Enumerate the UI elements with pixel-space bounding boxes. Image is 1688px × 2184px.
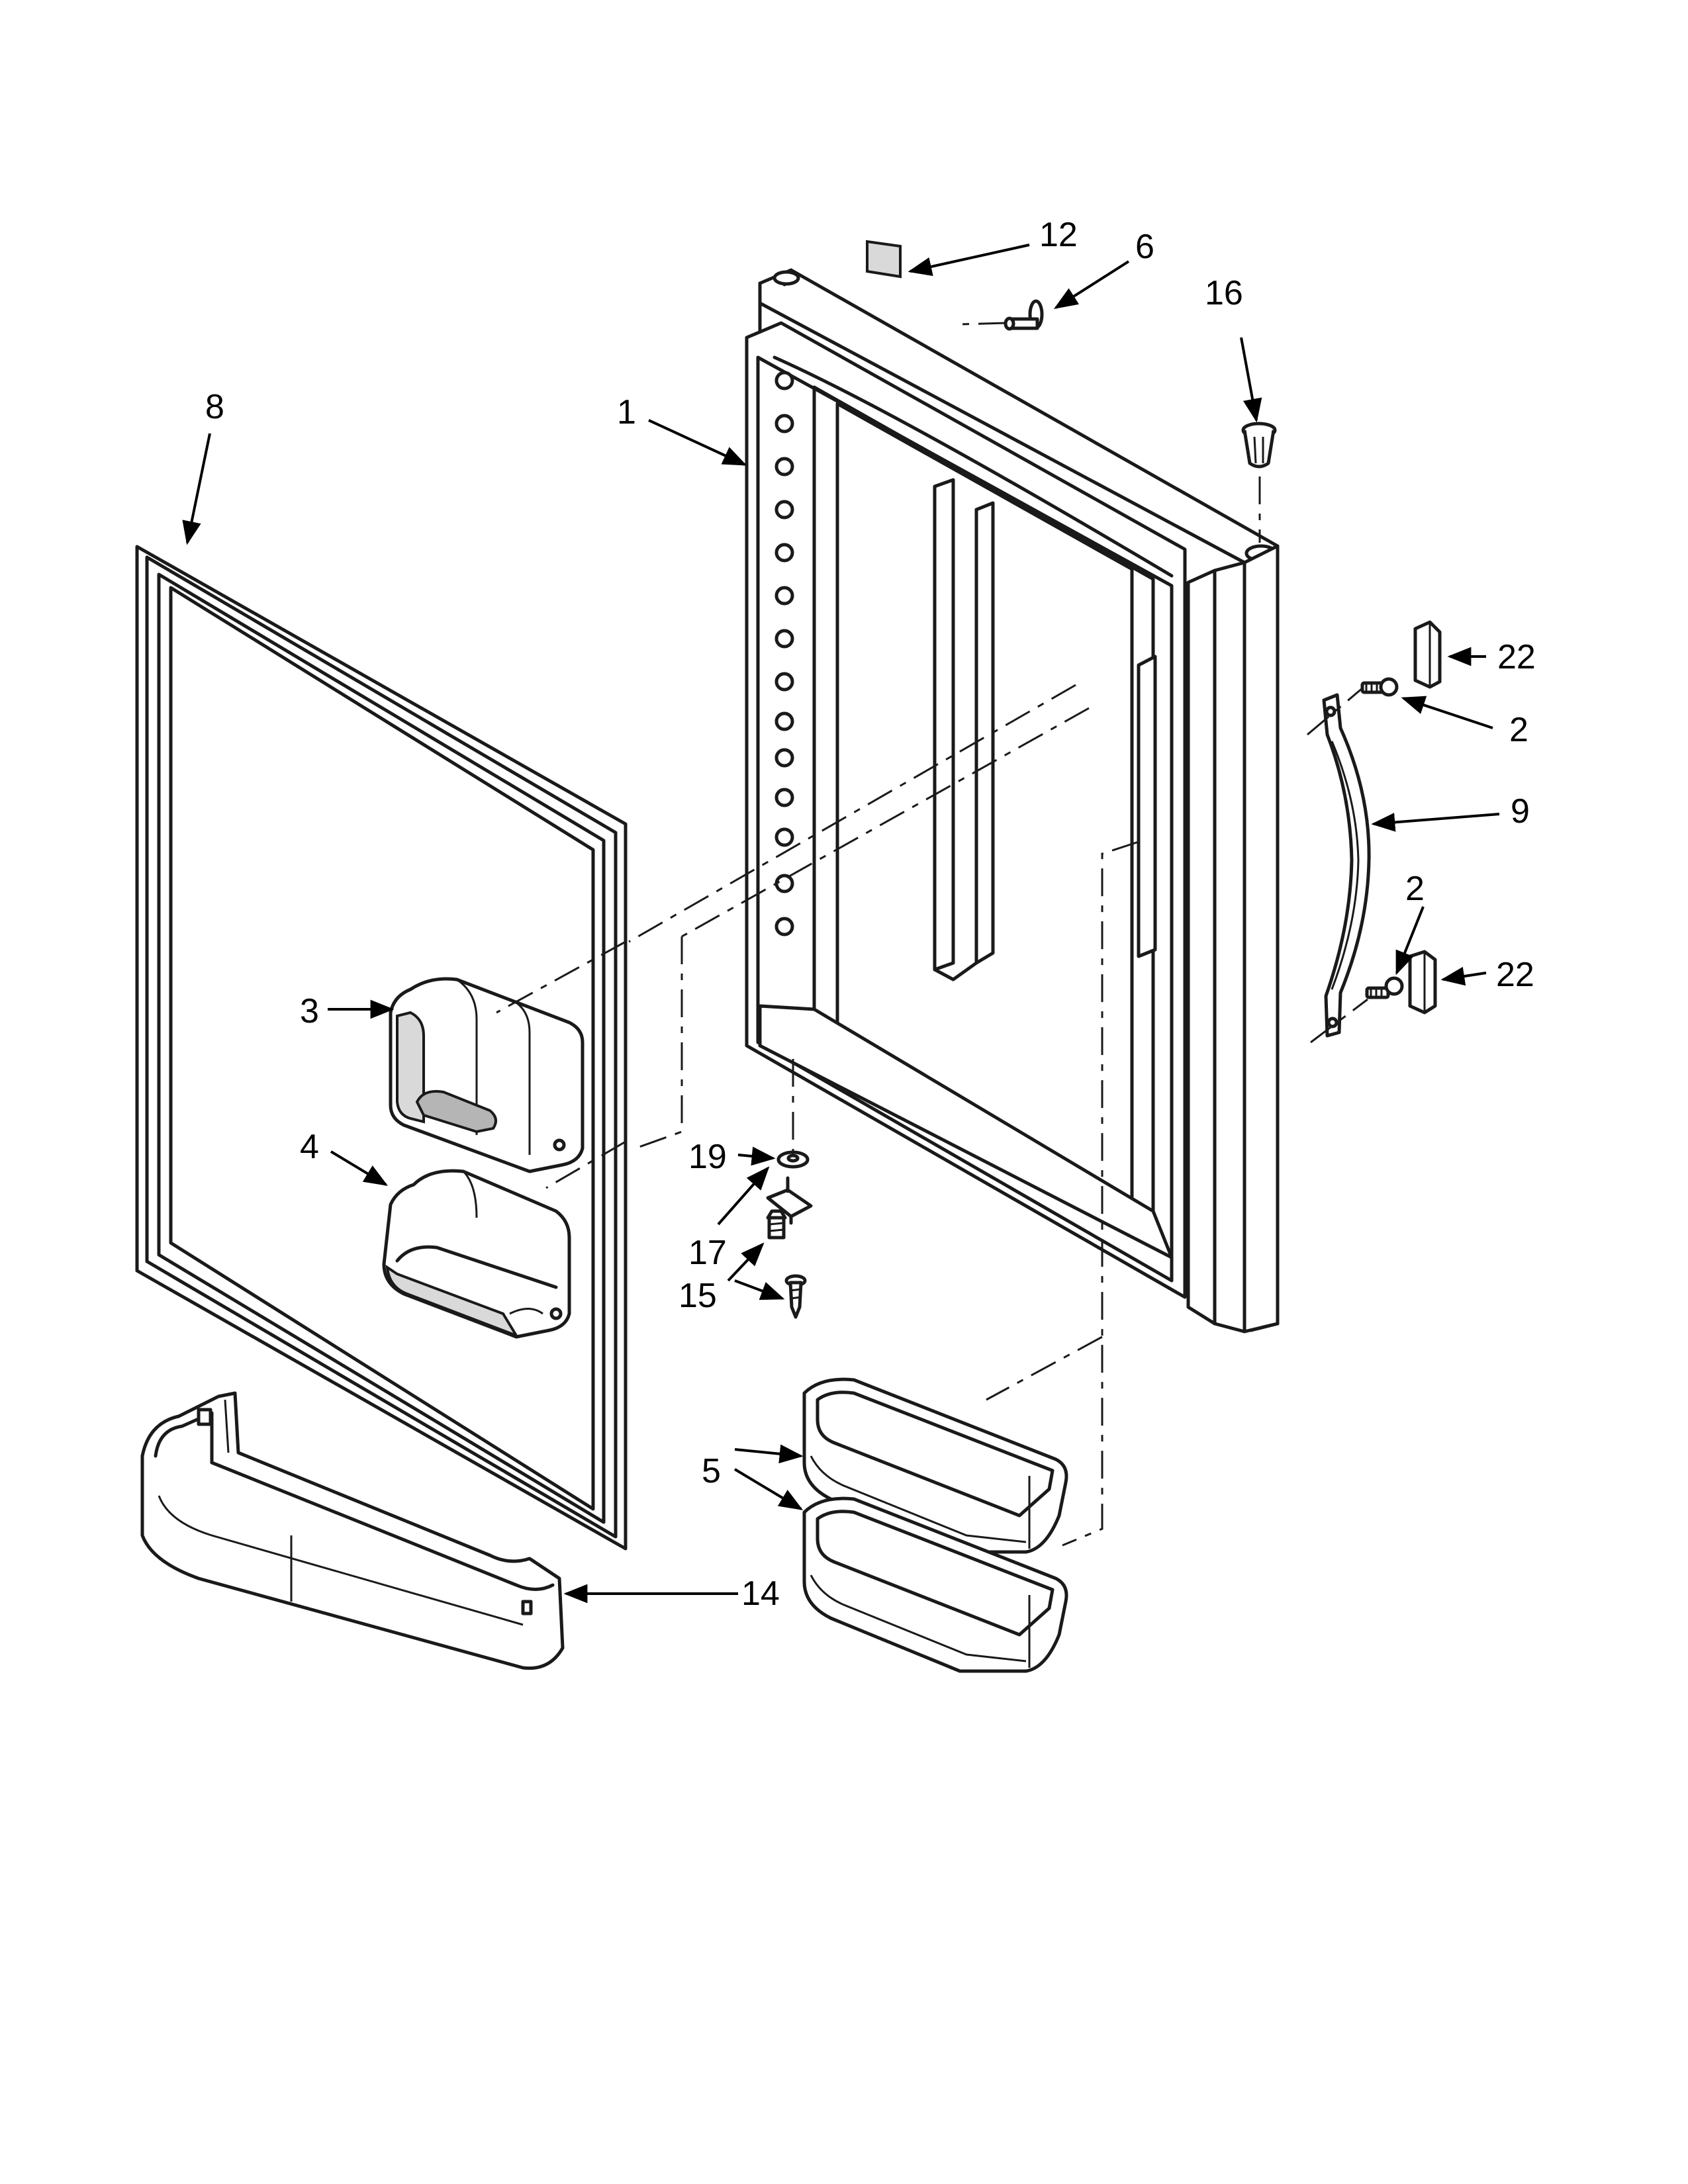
door-stop-screw-part[interactable]: [1004, 299, 1044, 331]
door-bin-lower-part[interactable]: [802, 1496, 1068, 1673]
leader-2b: [1395, 906, 1425, 976]
leader-6: [1053, 260, 1130, 309]
callout-15: 15: [679, 1277, 717, 1315]
leader-17: [717, 1166, 770, 1226]
leader-15b: [734, 1279, 785, 1300]
door-pegs: [774, 371, 794, 936]
leader-1: [648, 419, 747, 466]
leader-8: [182, 433, 211, 545]
callout-2a: 2: [1509, 711, 1528, 749]
dairy-bin-part[interactable]: [382, 1169, 571, 1339]
door-assembly-part[interactable]: [745, 268, 1280, 1334]
leader-15a: [727, 1242, 765, 1282]
callout-19: 19: [688, 1138, 727, 1176]
leader-12: [908, 244, 1030, 277]
callout-14: 14: [741, 1574, 780, 1613]
callout-5: 5: [702, 1452, 721, 1490]
callout-9: 9: [1511, 792, 1530, 831]
leader-5a: [734, 1444, 804, 1464]
leader-16: [1240, 337, 1262, 423]
leader-4: [330, 1150, 389, 1186]
leader-arrows: [182, 244, 1500, 1604]
callout-8: 8: [205, 388, 224, 426]
leader-5b: [733, 1468, 804, 1510]
callout-16: 16: [1205, 274, 1243, 312]
leader-19: [737, 1146, 776, 1166]
callout-22a: 22: [1497, 638, 1536, 676]
label-part[interactable]: [866, 240, 902, 279]
screw-lower-part[interactable]: [784, 1274, 807, 1319]
assembly-lines: [496, 322, 1368, 1547]
leader-22b: [1440, 966, 1487, 986]
callout-2b: 2: [1405, 870, 1425, 908]
handle-screw-upper-part[interactable]: [1360, 677, 1399, 697]
screw-upper-part[interactable]: [766, 1209, 787, 1240]
callout-12: 12: [1039, 216, 1078, 254]
handle-screw-lower-part[interactable]: [1365, 976, 1404, 999]
handle-cap-lower-part[interactable]: [1408, 950, 1437, 1015]
callout-4: 4: [300, 1128, 319, 1166]
bottom-door-shelf-part[interactable]: [140, 1391, 565, 1670]
leader-2a: [1401, 696, 1493, 729]
callout-22b: 22: [1496, 956, 1534, 994]
dairy-door-part[interactable]: [389, 977, 585, 1173]
callout-labels: 12 6 16 8 1 22 2 9 2 22 3 4 19 17 15 5 1…: [205, 216, 1536, 1613]
door-handle-part[interactable]: [1322, 693, 1371, 1038]
callout-17: 17: [688, 1234, 727, 1272]
hinge-bushing-part[interactable]: [1241, 422, 1277, 469]
leader-9: [1371, 813, 1500, 832]
callout-6: 6: [1135, 228, 1154, 266]
callout-3: 3: [300, 992, 319, 1030]
handle-cap-upper-part[interactable]: [1413, 620, 1442, 689]
washer-part[interactable]: [776, 1150, 810, 1169]
hinge-bracket-part[interactable]: [766, 1176, 813, 1225]
callout-1: 1: [617, 393, 636, 432]
